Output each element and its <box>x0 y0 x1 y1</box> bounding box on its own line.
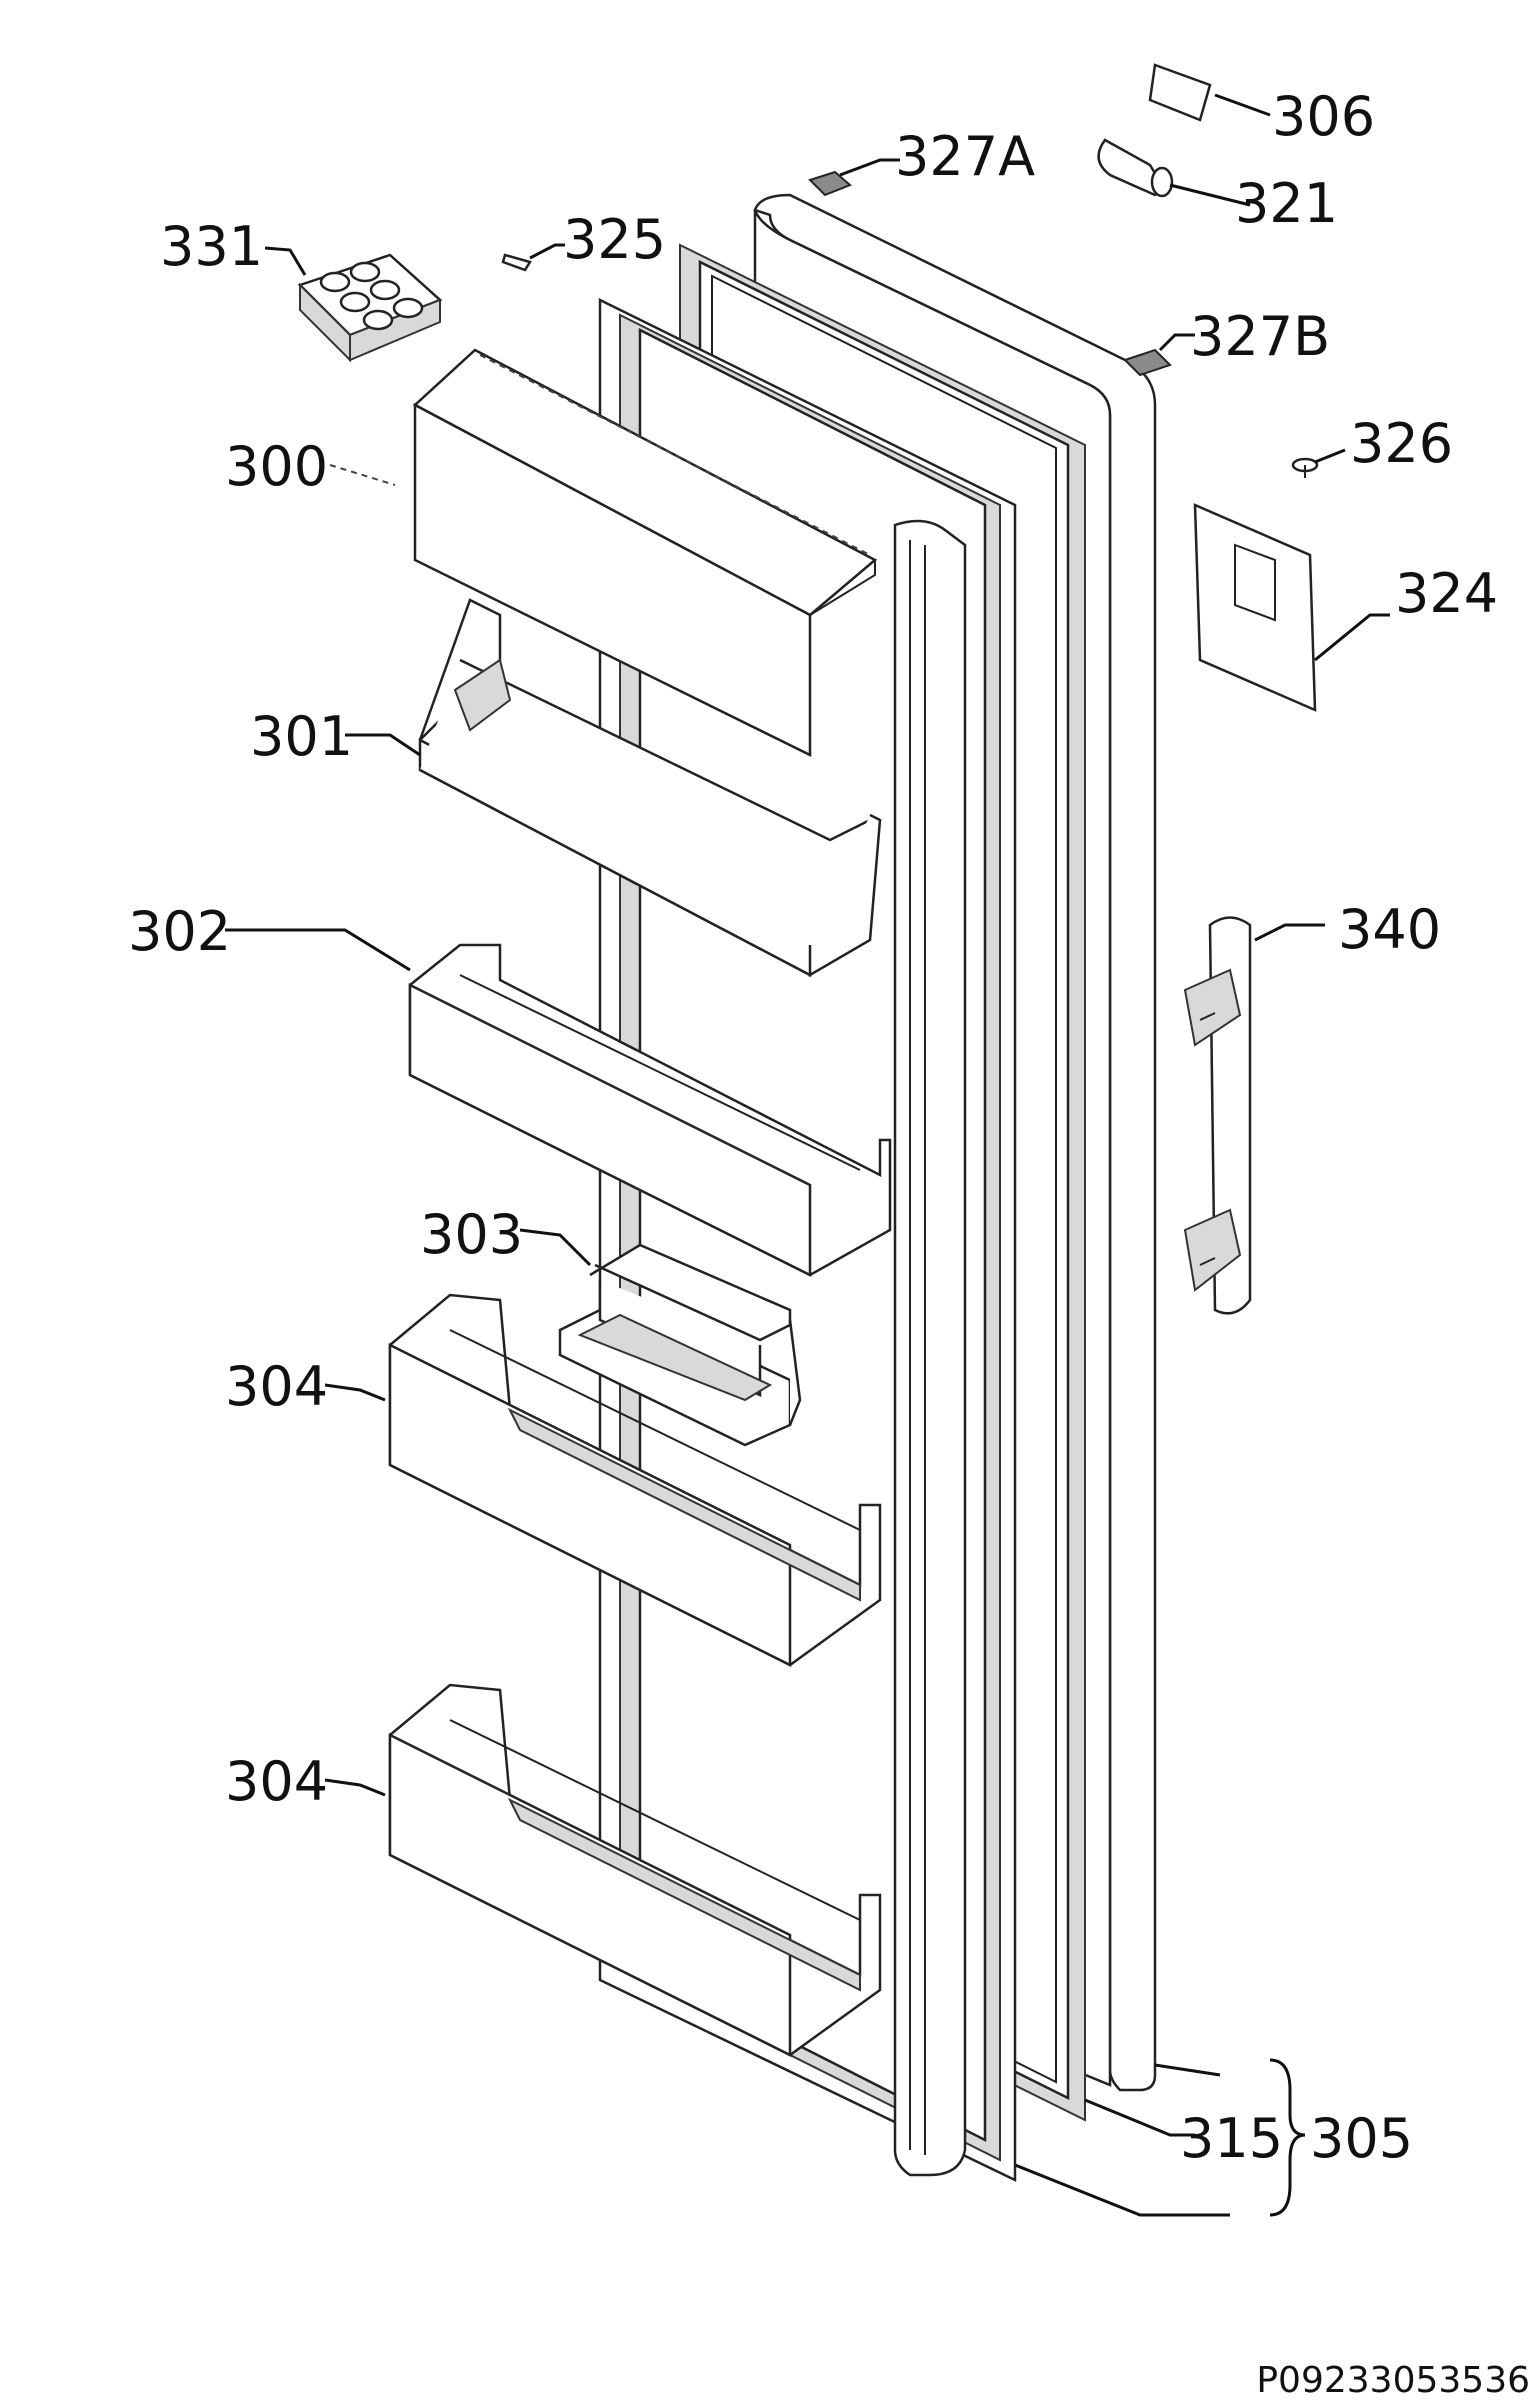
part-label-301: 301 <box>250 705 353 768</box>
part-label-300: 300 <box>225 435 328 498</box>
part-label-303: 303 <box>420 1203 523 1266</box>
part-label-340: 340 <box>1338 898 1441 961</box>
part-label-327B: 327B <box>1190 305 1330 368</box>
part-label-305: 305 <box>1310 2107 1413 2170</box>
drawing-code: P09233053536 <box>1256 2360 1530 2400</box>
door-shelf-301 <box>418 598 882 978</box>
door-shelf-302 <box>408 943 892 1278</box>
door-shelf-304-lower <box>388 1683 882 2058</box>
part-label-315: 315 <box>1180 2107 1283 2170</box>
door-shelf-304-upper <box>388 1293 882 1668</box>
door-handle-340 <box>1183 916 1252 1315</box>
small-bin-303 <box>558 1243 802 1447</box>
part-label-331: 331 <box>160 215 263 278</box>
leader-lines <box>225 93 1390 2217</box>
egg-tray <box>297 253 443 363</box>
part-label-306: 306 <box>1272 85 1375 148</box>
part-label-304-upper: 304 <box>225 1355 328 1418</box>
part-label-325: 325 <box>563 208 666 271</box>
part-label-326: 326 <box>1350 412 1453 475</box>
part-label-327A: 327A <box>895 125 1035 188</box>
part-label-321: 321 <box>1235 172 1338 235</box>
part-label-324: 324 <box>1395 562 1498 625</box>
dairy-compartment-cover <box>412 348 878 758</box>
screw-325 <box>501 253 532 272</box>
control-panel-324 <box>1193 503 1317 712</box>
part-label-304-lower: 304 <box>225 1750 328 1813</box>
label-306 <box>1148 63 1212 122</box>
hinge-cap-327B <box>1123 348 1172 377</box>
screw-326 <box>1291 457 1319 478</box>
roller-321 <box>1097 138 1174 198</box>
hinge-cap-327A <box>808 170 852 197</box>
door-liner-front <box>893 519 967 2177</box>
part-label-302: 302 <box>128 900 231 963</box>
